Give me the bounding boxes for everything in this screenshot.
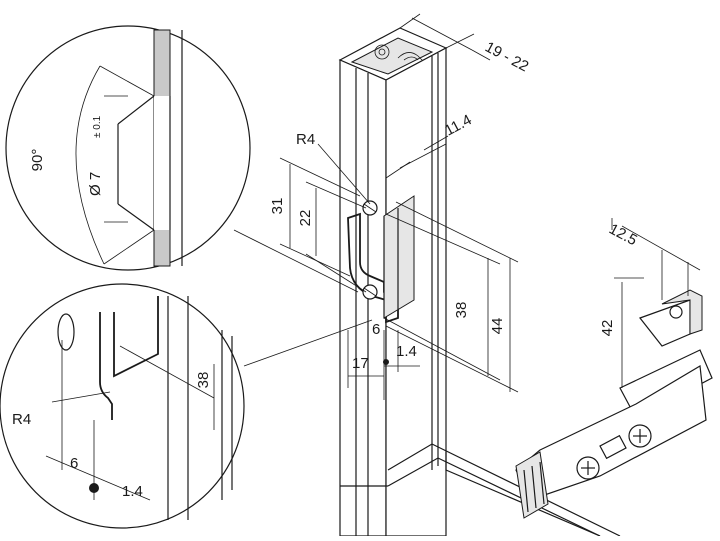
dimension-lines bbox=[279, 13, 519, 400]
label-radius: R4 bbox=[296, 131, 315, 148]
label-angle: 90° bbox=[29, 149, 46, 172]
label-offset-top: 11.4 bbox=[442, 111, 475, 139]
label-detail-radius: R4 bbox=[12, 411, 31, 428]
label-cutout-height: 31 bbox=[269, 198, 286, 215]
label-edge-6: 6 bbox=[372, 321, 380, 338]
label-slot-38: 38 bbox=[453, 302, 470, 319]
hinge-assembly bbox=[515, 218, 713, 519]
label-detail-edge: 6 bbox=[70, 455, 78, 472]
label-profile-width: 19 - 22 bbox=[482, 39, 531, 76]
detail-bottom bbox=[0, 283, 245, 529]
labels: 19 - 22 11.4 R4 31 22 38 44 6 17 1.4 12.… bbox=[12, 39, 640, 500]
label-detail-height: 38 bbox=[195, 372, 212, 389]
aluminium-profile bbox=[338, 27, 621, 537]
detail-top bbox=[5, 25, 251, 271]
label-detail-gap: 1.4 bbox=[122, 483, 143, 500]
label-hole-spacing: 22 bbox=[297, 210, 314, 227]
label-gap-1-4: 1.4 bbox=[396, 343, 417, 360]
label-diameter-tolerance: ± 0.1 bbox=[92, 115, 103, 138]
label-diameter: Ø 7 bbox=[87, 172, 104, 196]
label-slot-44: 44 bbox=[489, 318, 506, 335]
label-hinge-42: 42 bbox=[599, 320, 616, 337]
label-hinge-12-5: 12.5 bbox=[606, 221, 640, 250]
label-width-17: 17 bbox=[352, 355, 369, 372]
